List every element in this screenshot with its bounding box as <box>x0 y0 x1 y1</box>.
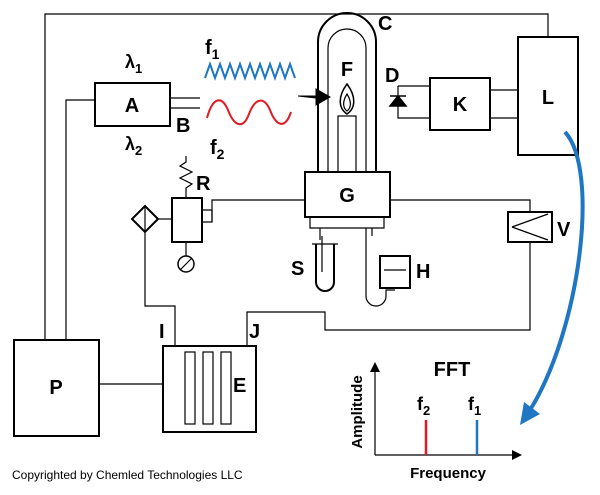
valve-symbol-icon <box>511 213 549 241</box>
gauge-needle <box>179 257 193 271</box>
fft-peak-f2-label: f2 <box>417 394 430 418</box>
sample-tube-s <box>315 244 335 292</box>
diode-wire <box>397 85 430 119</box>
fft-title: FFT <box>434 359 471 381</box>
box-k <box>429 77 491 131</box>
regulator-body <box>171 197 203 243</box>
copyright-text: Copyrighted by Chemled Technologies LLC <box>12 468 243 482</box>
label-g: G <box>339 185 355 207</box>
g-base <box>309 217 385 229</box>
label-lambda2: λ2 <box>125 134 142 158</box>
wire-filter-to-i <box>144 232 176 346</box>
wire-p-to-a <box>65 99 95 340</box>
drain-line <box>365 228 395 307</box>
electrode-1 <box>184 351 196 425</box>
signal-arrow <box>528 130 585 412</box>
drain-container-h <box>379 255 411 289</box>
wire-k-to-l <box>490 89 518 119</box>
label-c: C <box>378 13 392 35</box>
label-r: R <box>196 173 211 195</box>
valve-v <box>507 211 553 243</box>
label-b: B <box>176 115 190 137</box>
electrode-3 <box>220 351 232 425</box>
burner-column <box>337 115 357 173</box>
signal-arrow-head <box>520 402 540 425</box>
wire-g-to-v <box>390 199 531 212</box>
label-s: S <box>291 258 304 280</box>
label-v: V <box>557 219 571 241</box>
tube-c-outer <box>317 12 377 172</box>
box-a <box>94 82 171 127</box>
label-d: D <box>385 65 399 87</box>
label-i: I <box>159 321 165 343</box>
label-e: E <box>233 375 246 397</box>
flame-inner-icon <box>343 92 351 112</box>
fft-ylabel: Amplitude <box>349 375 366 448</box>
fft-chart: FFT Frequency Amplitude f2 f1 <box>349 359 522 482</box>
wire-v-to-j <box>246 242 531 346</box>
label-a: A <box>125 95 139 117</box>
fft-xlabel: Frequency <box>410 465 487 482</box>
label-j: J <box>249 321 260 343</box>
regulator-stem <box>202 209 213 223</box>
regulator-spring-icon <box>178 156 194 198</box>
electrode-2 <box>202 351 214 425</box>
arrow-into-c <box>297 88 332 106</box>
box-g <box>304 171 391 218</box>
fft-y-arrow-icon <box>370 362 380 372</box>
wave-f1 <box>204 61 296 81</box>
wire-regulator-to-g <box>211 199 305 222</box>
label-k: K <box>453 94 468 116</box>
box-p <box>13 339 100 437</box>
fft-peak-f1-label: f1 <box>468 394 481 418</box>
label-f2: f2 <box>210 137 225 162</box>
label-p: P <box>49 377 62 399</box>
box-e <box>162 345 257 433</box>
box-l <box>517 36 579 156</box>
tube-c-inner <box>327 28 367 172</box>
wave-f2 <box>206 99 292 125</box>
diode-icon <box>388 94 408 107</box>
label-l: L <box>542 87 554 109</box>
label-f: F <box>341 59 353 81</box>
label-lambda1: λ1 <box>125 52 142 76</box>
fft-x-arrow-icon <box>512 450 522 460</box>
label-h: H <box>416 261 430 283</box>
label-f1: f1 <box>205 37 220 62</box>
wire-p-to-l <box>44 13 549 340</box>
